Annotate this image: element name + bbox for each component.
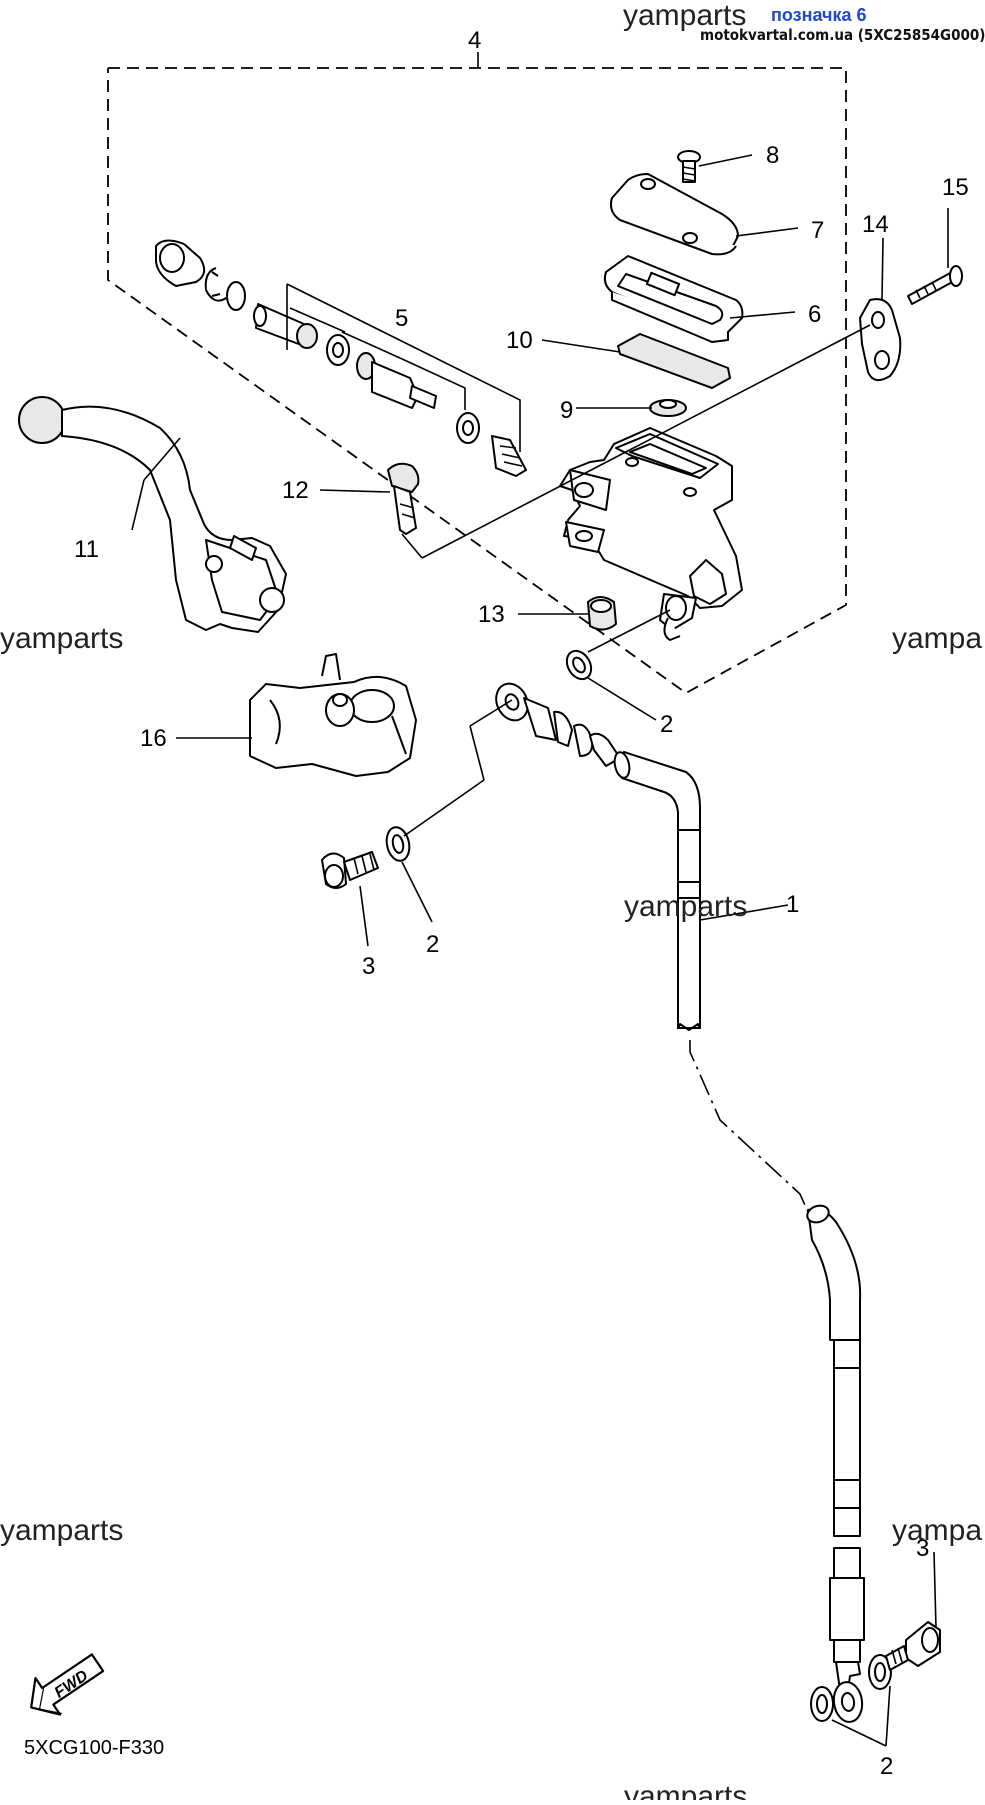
callout-3a: 3 [362,953,375,980]
header-source: motokvartal.com.ua (5XC25854G000) [700,26,985,44]
callout-12: 12 [282,477,309,504]
watermark-left-1: yamparts [0,622,123,655]
diaphragm [617,333,731,389]
callout-8: 8 [766,142,779,169]
callout-2c: 2 [880,1753,893,1780]
watermark-bottom: yamparts [624,1780,747,1800]
callout-2a: 2 [660,711,673,738]
float [649,399,687,417]
callout-4: 4 [468,27,481,54]
leader-lines [131,154,949,1747]
bracket-bolt [907,265,963,305]
diagram-code: 5XCG100-F330 [24,1737,164,1759]
fwd-arrow-icon: FWD [30,1653,105,1716]
callout-7: 7 [811,217,824,244]
watermark-left-2: yamparts [0,1514,123,1547]
lever-pivot-bolt [387,462,420,535]
piston-kit [155,239,527,477]
watermark-right-1: yampa [892,622,982,655]
reservoir-cap [610,173,739,256]
callout-5: 5 [395,305,408,332]
callout-14: 14 [862,211,889,238]
handlebar-clamp [249,653,417,777]
callout-13: 13 [478,601,505,628]
watermark-center: yamparts [624,890,747,923]
brake-lever [18,396,287,633]
callout-9: 9 [560,397,573,424]
header-tag[interactable]: позначка 6 [771,5,867,25]
callout-2b: 2 [426,931,439,958]
pivot-nut [587,596,617,631]
master-cylinder-body [559,427,743,641]
callout-10: 10 [506,327,533,354]
lower-union-bolt [885,1621,941,1671]
callout-6: 6 [808,301,821,328]
cap-screw [677,150,701,183]
callout-3b: 3 [916,1535,929,1562]
assembly-boundary [107,52,847,695]
upper-union-bolt [321,851,379,889]
lower-washer-left [810,1686,834,1722]
upper-hose-washer [565,649,593,681]
upper-union-washer [385,826,411,862]
piston-kit-bracket [286,283,521,452]
watermark-right-2: yampa [892,1514,982,1547]
header-watermark: yamparts [623,0,746,32]
hose-bracket [859,298,902,382]
callout-1: 1 [786,891,799,918]
reservoir-plate [603,255,744,343]
callout-11: 11 [74,536,99,563]
lower-washer-right [868,1654,892,1690]
callout-16: 16 [140,725,167,752]
callout-15: 15 [942,174,969,201]
brake-hose [495,682,865,1723]
